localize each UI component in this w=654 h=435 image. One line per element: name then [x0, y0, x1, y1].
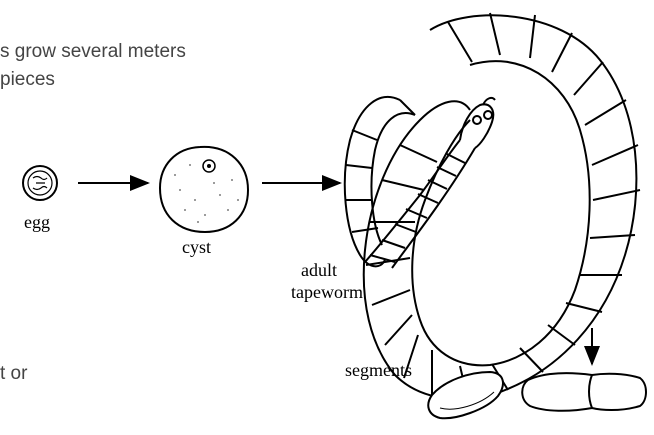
- egg-label: egg: [24, 212, 50, 232]
- segment-pair-drawing: [522, 373, 646, 411]
- cyst-drawing: [160, 147, 248, 232]
- segments-label: segments: [345, 360, 412, 380]
- egg-drawing: [23, 166, 57, 200]
- caption-line-1: s grow several meters: [0, 41, 186, 62]
- adult-label-line-2: tapeworm: [291, 282, 363, 302]
- adult-tapeworm-drawing: [345, 13, 640, 400]
- cyst-label: cyst: [182, 237, 211, 257]
- caption-line-2: pieces: [0, 69, 55, 90]
- caption-line-3: t or: [0, 363, 28, 384]
- adult-label-line-1: adult: [301, 260, 337, 280]
- segment-single-drawing: [428, 372, 503, 418]
